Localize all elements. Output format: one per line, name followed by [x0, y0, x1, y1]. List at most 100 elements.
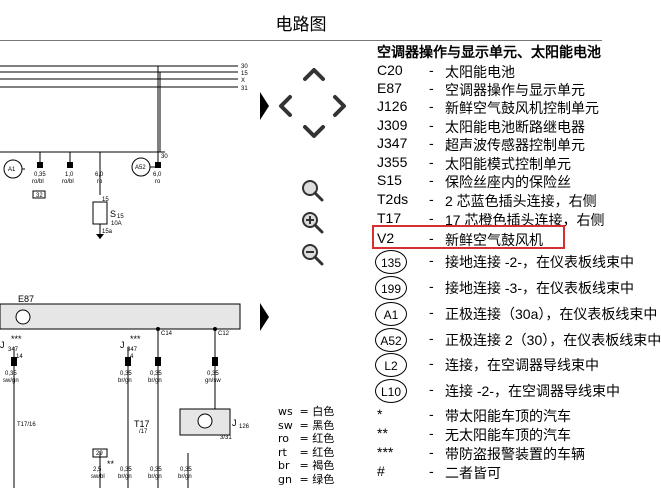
list-item[interactable]: A52-正极连接 2（30），在仪表板线束中	[372, 327, 661, 353]
bottom-wire-3-size: 0,35	[150, 467, 162, 473]
fuse-s15	[92, 201, 108, 225]
j347-b-pin: 4	[130, 354, 134, 360]
wire-color-3: ro	[97, 179, 103, 185]
connection-badge: L10	[375, 379, 407, 403]
box-32-label: 32	[36, 193, 43, 199]
wire-b-size: 0,35	[120, 371, 132, 377]
fuse-pin-bottom: 15a	[102, 229, 113, 235]
bottom-wire-1-color: sw/bl	[91, 474, 105, 480]
bus-label-15: 15	[241, 71, 248, 77]
list-item[interactable]: S15-保险丝座内的保险丝	[377, 172, 571, 190]
fuse-label: S	[110, 209, 116, 219]
list-item[interactable]: ***-带防盗报警装置的车辆	[377, 444, 585, 462]
fuse-pin-top: 15	[102, 197, 109, 203]
list-item[interactable]: *-带太阳能车顶的汽车	[377, 406, 571, 424]
left-arrow-icon[interactable]	[276, 93, 294, 119]
j347-a-stars: ***	[11, 334, 22, 344]
list-item[interactable]: **-无太阳能车顶的汽车	[377, 425, 571, 443]
j126-sub: 126	[239, 424, 250, 430]
wire-size-1: 0,35	[34, 172, 46, 178]
legend-row: sw = 黑色	[278, 418, 335, 432]
component-list-panel[interactable]: 空调器操作与显示单元、太阳能电池 C20-太阳能电池 E87-空调器操作与显示单…	[372, 41, 661, 488]
list-item[interactable]: J309-太阳能电池断路继电器	[377, 117, 585, 135]
wire-c12-size: 0,35	[207, 371, 219, 377]
j347-a-label: J	[0, 340, 5, 350]
j347-b-sub: 347	[127, 347, 138, 353]
connector-a1-label: A1	[8, 167, 16, 173]
list-item[interactable]: E87-空调器操作与显示单元	[377, 80, 585, 98]
ground-connection-badge: 199	[375, 276, 407, 300]
zoom-in-icon[interactable]	[300, 210, 324, 234]
list-item[interactable]: T2ds-2 芯蓝色插头连接，右侧	[377, 191, 597, 209]
bus-label-31: 31	[241, 86, 248, 92]
panel-title: 空调器操作与显示单元、太阳能电池	[377, 44, 601, 60]
j126-pin: 3/31	[220, 435, 232, 441]
wire-color-4: ro	[155, 179, 161, 185]
list-item[interactable]: 135-接地连接 -2-，在仪表板线束中	[372, 249, 634, 275]
legend-row: rt = 红色	[278, 445, 335, 459]
bottom-wire-4-color: br/gn	[178, 474, 192, 480]
fuse-sub: 15	[117, 214, 124, 220]
down-arrow-icon[interactable]	[302, 124, 326, 142]
legend-row: ro = 红色	[278, 432, 335, 446]
wiring-diagram[interactable]: 30 15 X 31 30 A1 A52 0,35 ro/bl 1,0 ro/b…	[0, 41, 258, 488]
bottom-wire-2-color: br/gn	[118, 474, 132, 480]
bottom-wire-4-size: 0,35	[180, 467, 192, 473]
wire-c12-color: gn/sw	[205, 378, 221, 384]
j347-a-pin: 14	[16, 354, 23, 360]
bus-label-30: 30	[241, 64, 248, 70]
title-divider	[0, 40, 602, 41]
list-item[interactable]: J347-超声波传感器控制单元	[377, 135, 585, 153]
bottom-wire-2-size: 0,35	[120, 467, 132, 473]
zoom-out-icon[interactable]	[300, 242, 324, 266]
list-item[interactable]: L2-连接，在空调器导线束中	[372, 352, 612, 378]
right-arrow-icon[interactable]	[331, 93, 349, 119]
list-item[interactable]: 199-接地连接 -3-，在仪表板线束中	[372, 275, 634, 301]
magnifier-icon[interactable]	[300, 178, 324, 202]
t17-17-sub: /17	[139, 429, 148, 435]
wire-size-2: 1,0	[65, 172, 74, 178]
t17-16-label: T17/16	[17, 422, 36, 428]
wire-size-4: 6,0	[153, 172, 162, 178]
page-title: 电路图	[275, 15, 327, 35]
box-29-label: 29	[96, 451, 103, 457]
highlight-box	[372, 225, 565, 249]
junction-c14: C14	[161, 331, 173, 337]
j347-b-label: J	[120, 340, 125, 350]
list-item[interactable]: J355-太阳能模式控制单元	[377, 154, 571, 172]
ground-connection-badge: 135	[375, 250, 407, 274]
list-item[interactable]: L10-连接 -2-，在空调器导线束中	[372, 378, 620, 404]
expand-right-icon-2[interactable]	[260, 303, 269, 331]
list-item[interactable]: J126-新鲜空气鼓风机控制单元	[377, 98, 599, 116]
connector-a52-label: A52	[135, 165, 146, 171]
legend-row: br = 褐色	[278, 459, 335, 473]
t17-17-label: T17	[134, 419, 150, 429]
list-item-v2[interactable]: V2-新鲜空气鼓风机	[377, 230, 543, 248]
legend-row: ws = 白色	[278, 405, 335, 418]
box-29	[92, 448, 108, 458]
expand-right-icon[interactable]	[260, 92, 269, 120]
list-item[interactable]: C20-太阳能电池	[377, 62, 515, 80]
wire-c14-size: 0,35	[150, 371, 162, 377]
j126-label: J	[232, 418, 237, 428]
j126-box	[179, 408, 231, 436]
j347-a-sub: 347	[8, 347, 19, 353]
up-arrow-icon[interactable]	[302, 64, 326, 82]
list-item[interactable]: A1-正极连接（30a），在仪表板线束中	[372, 301, 657, 327]
bottom-wire-1-stars: **	[107, 459, 115, 469]
wire-color-legend: ws = 白色 sw = 黑色 ro = 红色 rt = 红色 br = 褐色 …	[278, 405, 334, 487]
positive-connection-badge: A1	[375, 302, 407, 326]
bus-label-x: X	[241, 78, 245, 84]
list-item[interactable]: T17-17 芯橙色插头连接，右侧	[377, 210, 605, 228]
wire-size-3: 6,0	[95, 172, 104, 178]
wire-a-size: 0,35	[5, 371, 17, 377]
j347-b-stars: ***	[130, 334, 141, 344]
fuse-rating: 10A	[111, 221, 122, 227]
e87-box	[0, 303, 241, 330]
bottom-wire-1-size: 2,5	[93, 467, 102, 473]
list-item[interactable]: #-二者皆可	[377, 463, 501, 481]
e87-label: E87	[18, 294, 34, 304]
wire-c14-color: br/gn	[148, 378, 162, 384]
wire-30-label: 30	[161, 154, 168, 160]
connection-badge: L2	[375, 353, 407, 377]
